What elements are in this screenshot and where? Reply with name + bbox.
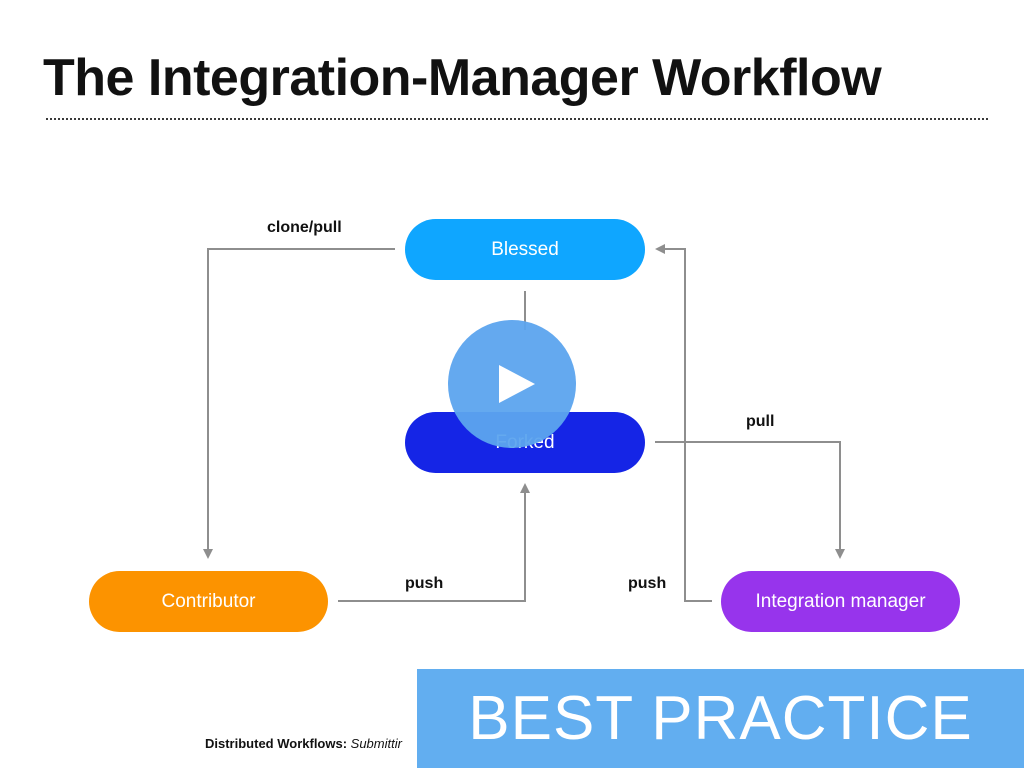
slide-title: The Integration-Manager Workflow xyxy=(43,49,882,107)
footer-caption: Distributed Workflows: Submittir xyxy=(205,736,402,751)
clone-pull-label: clone/pull xyxy=(267,219,342,236)
clone-pull-arrow xyxy=(203,248,395,559)
blessed-repo-node: Blessed xyxy=(405,219,645,280)
play-button[interactable] xyxy=(448,320,576,448)
best-practice-banner: BEST PRACTICE xyxy=(417,669,1024,768)
banner-text: BEST PRACTICE xyxy=(468,684,973,753)
integration-manager-node: Integration manager xyxy=(721,571,960,632)
play-icon xyxy=(499,365,535,403)
footer-caption-italic: Submittir xyxy=(347,736,402,751)
contributor-push-arrow xyxy=(338,483,530,602)
manager-push-label: push xyxy=(628,575,667,592)
manager-push-arrow xyxy=(655,244,712,602)
footer-caption-bold: Distributed Workflows: xyxy=(205,736,348,751)
title-divider xyxy=(46,118,988,120)
contributor-node: Contributor xyxy=(89,571,328,632)
contributor-push-label: push xyxy=(405,575,444,592)
forked-pull-arrow xyxy=(655,441,845,559)
manager-pull-label: pull xyxy=(746,413,775,430)
